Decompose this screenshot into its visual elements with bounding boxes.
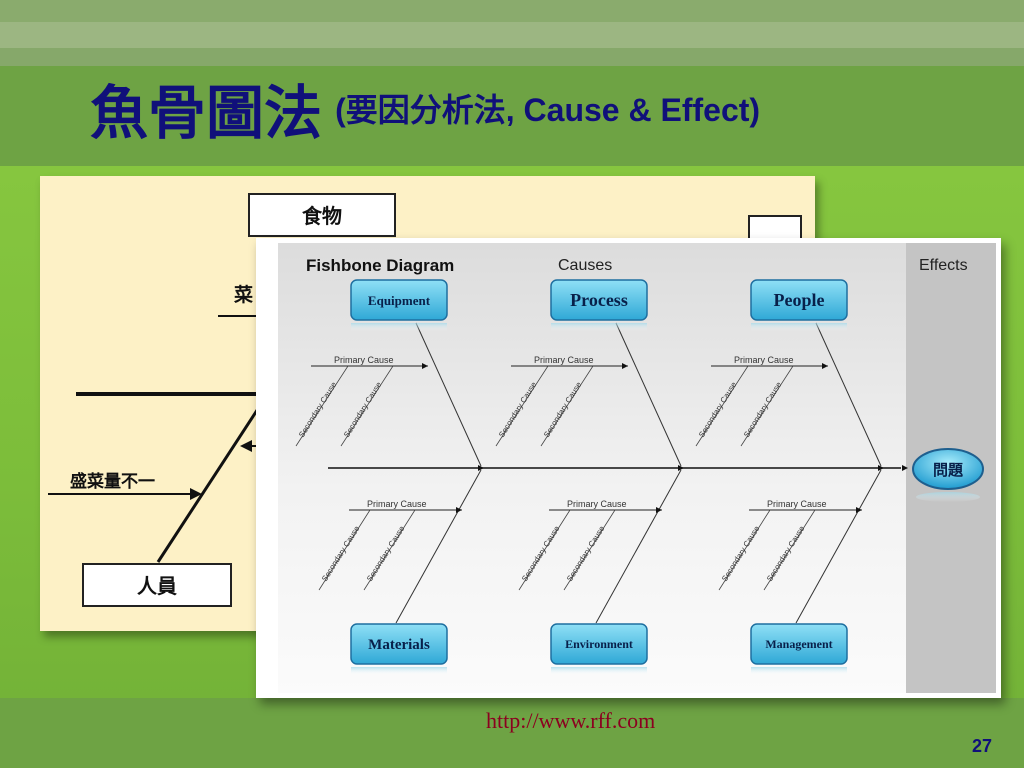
secondary-cause-line [518,509,571,591]
box-people [82,563,232,607]
footer-band [0,698,1024,768]
category-process-label: Process [570,290,628,310]
secondary-cause-line [563,509,616,591]
spine-arrow [478,465,484,471]
category-management-label: Management [765,637,832,651]
primary-cause-arrow [856,507,862,513]
secondary-cause-line [495,365,549,447]
effect-arrow [902,465,908,471]
arrow-head [190,488,202,500]
box-food-label: 食物 [302,204,342,228]
fishbone-diagram-image: Fishbone Diagram Causes Effects Primary … [256,238,1001,698]
category-people-label: People [774,290,825,310]
title-band-stripe [0,48,1024,66]
slide-title-subtitle: (要因分析法, Cause & Effect) [335,92,761,128]
category-people: People [750,279,848,331]
secondary-cause-line [740,365,794,447]
category-process: Process [550,279,648,331]
page-number: 27 [972,736,993,756]
primary-cause-arrow [456,507,462,513]
primary-cause-arrow [422,363,428,369]
bone-top [615,322,682,467]
effect-node: 問題 [912,448,984,502]
primary-cause-arrow [822,363,828,369]
slide-title: 魚骨圖法 (要因分析法, Cause & Effect) [90,66,761,147]
primary-cause-label: Primary Cause [767,499,827,509]
secondary-cause-line [295,365,349,447]
secondary-cause-line [363,509,416,591]
bone-top [415,322,482,467]
fishbone-title: Fishbone Diagram [306,256,454,275]
bone-bottom [795,469,882,624]
label-dish: 菜 [233,283,253,306]
secondary-cause-line [540,365,594,447]
primary-cause-label: Primary Cause [334,355,394,365]
category-management: Management [750,623,848,675]
category-materials-label: Materials [368,637,430,653]
primary-cause-label: Primary Cause [534,355,594,365]
bone-bottom [595,469,682,624]
fishbone-svg: Fishbone Diagram Causes Effects Primary … [278,243,996,693]
primary-cause-label: Primary Cause [567,499,627,509]
primary-cause-arrow [622,363,628,369]
effect-label: 問題 [933,461,964,479]
category-equipment: Equipment [350,279,448,331]
label-portion: 盛菜量不一 [70,471,155,492]
category-materials: Materials [350,623,448,675]
spine-arrow [878,465,884,471]
causes-header: Causes [558,257,612,274]
box-people-label: 人員 [137,574,177,598]
spine-arrow [678,465,684,471]
slide-title-main: 魚骨圖法 [90,79,323,147]
primary-cause-arrow [656,507,662,513]
source-url: http://www.rff.com [486,708,656,733]
bone-top [815,322,882,467]
chinese-fishbone-svg: 食物 菜 盛菜量不一 人員 [48,193,802,607]
bone-bottom [395,469,482,624]
effects-header: Effects [919,257,968,274]
bone-line [156,397,267,563]
title-band-stripe [0,0,1024,22]
secondary-cause-line [763,509,816,591]
category-equipment-label: Equipment [368,293,431,308]
secondary-cause-line [718,509,771,591]
arrow-head [240,440,252,452]
secondary-cause-line [340,365,394,447]
box-food [248,193,396,237]
primary-cause-label: Primary Cause [367,499,427,509]
category-environment-label: Environment [565,637,633,651]
title-band-stripe [0,22,1024,48]
secondary-cause-line [318,509,371,591]
category-environment: Environment [550,623,648,675]
primary-cause-label: Primary Cause [734,355,794,365]
secondary-cause-line [695,365,749,447]
